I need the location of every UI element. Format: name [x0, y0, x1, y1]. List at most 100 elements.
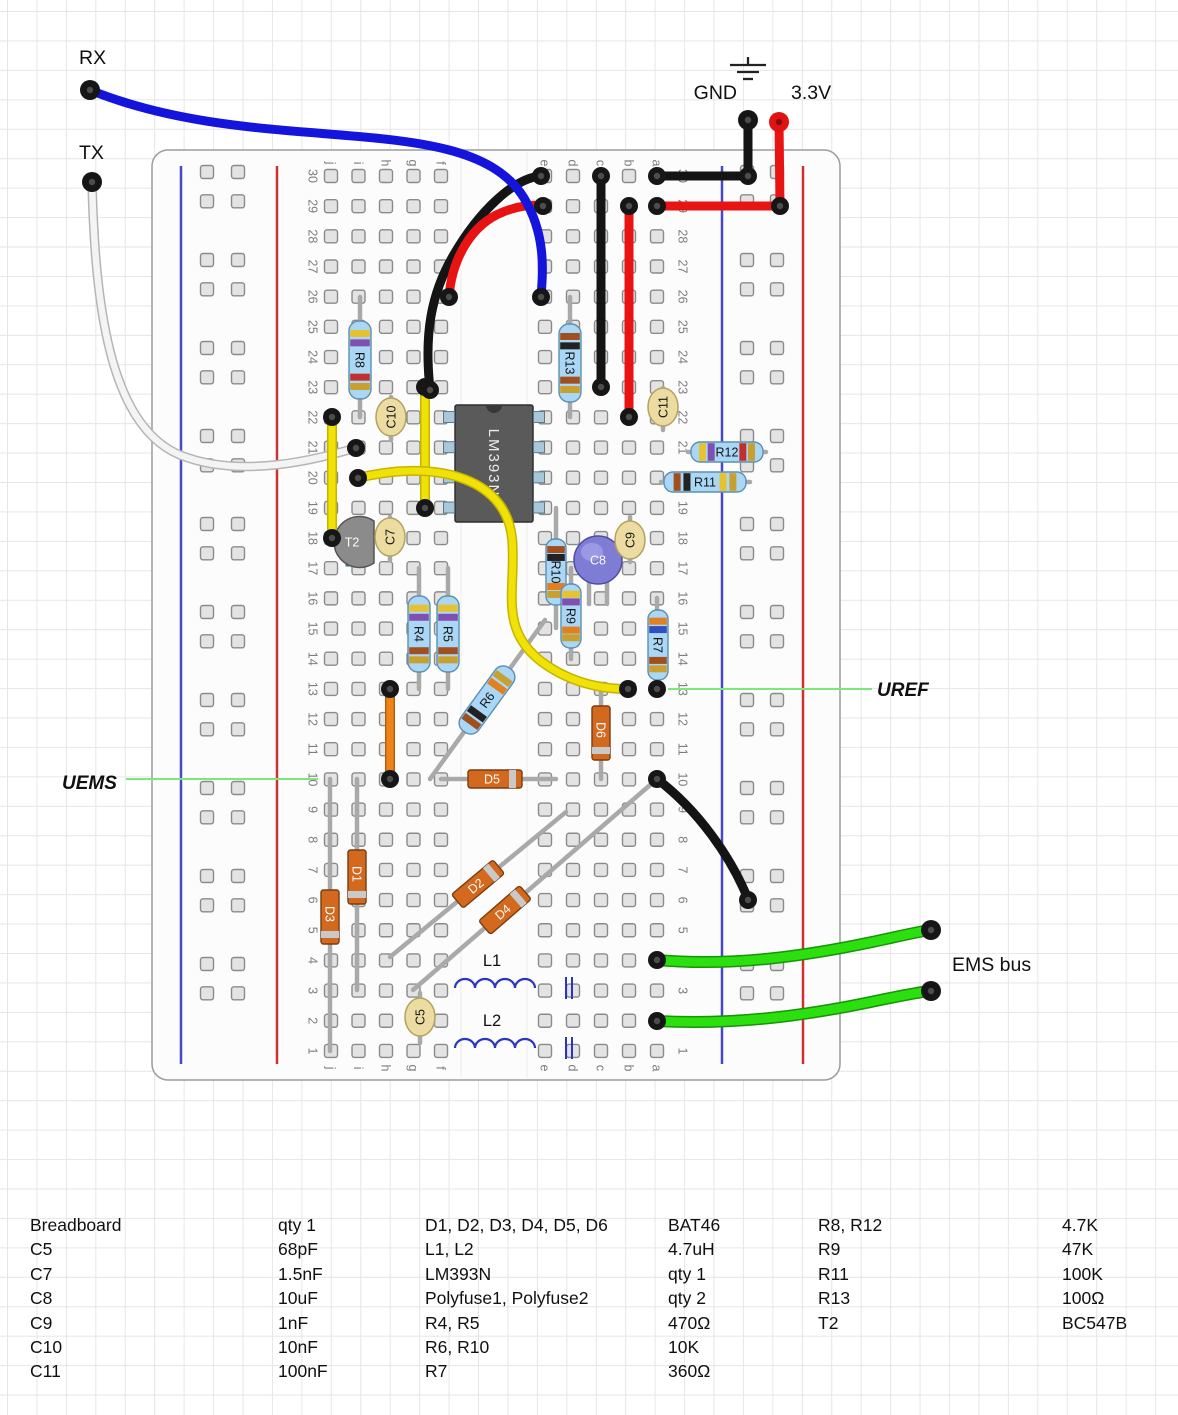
hole — [621, 500, 637, 516]
connector-dot — [381, 680, 399, 698]
hole — [593, 862, 609, 878]
hole — [537, 923, 553, 938]
hole — [406, 349, 421, 365]
resistor-r11: R11 — [663, 471, 747, 493]
connector-dot — [532, 288, 550, 306]
rail-hole — [199, 956, 215, 972]
connector-dot — [648, 770, 666, 788]
hole — [351, 591, 366, 606]
resistor-band — [649, 626, 667, 634]
rail-hole — [230, 370, 246, 385]
connector-dot — [738, 110, 758, 130]
part-name: R8, R12 — [818, 1215, 883, 1235]
part-value: 10nF — [278, 1337, 318, 1357]
hole — [378, 379, 394, 395]
hole — [621, 711, 637, 727]
hole — [406, 802, 421, 817]
hole — [565, 802, 581, 817]
hole — [433, 168, 449, 184]
hole — [565, 229, 581, 244]
resistor-band — [409, 647, 429, 655]
row-number: 19 — [306, 501, 320, 515]
connector-dot — [620, 408, 638, 426]
part-value: qty 2 — [668, 1288, 706, 1309]
row-number: 17 — [676, 561, 690, 575]
hole — [537, 892, 553, 908]
rail-hole — [739, 252, 755, 268]
hole — [649, 1043, 665, 1059]
part-value: 1.5nF — [278, 1263, 323, 1284]
row-number: 22 — [306, 410, 320, 424]
ems-wire-1 — [652, 925, 935, 967]
hole — [649, 349, 665, 365]
hole — [621, 772, 637, 787]
rail-hole — [230, 634, 246, 649]
connector-dots — [80, 80, 941, 1030]
rail-hole — [230, 516, 246, 532]
row-number: 24 — [306, 350, 320, 364]
hole — [378, 651, 394, 666]
row-number: 26 — [676, 290, 690, 304]
hole — [537, 379, 553, 395]
part-name: C8 — [30, 1288, 53, 1309]
hole — [433, 319, 449, 335]
resistor-band — [560, 376, 580, 384]
resistor-band — [707, 443, 715, 461]
row-number: 15 — [676, 622, 690, 636]
rail-hole — [769, 986, 785, 1001]
resistor-band — [461, 712, 482, 731]
rail-hole — [230, 868, 246, 884]
hole — [323, 349, 339, 365]
resistor-band — [547, 583, 565, 591]
hole — [406, 229, 421, 244]
hole — [323, 681, 339, 697]
hole — [351, 1043, 366, 1059]
capacitor-label: C8 — [590, 553, 606, 567]
rail-hole — [739, 722, 755, 737]
hole — [323, 319, 339, 335]
connector-dot — [619, 680, 637, 698]
row-number: 8 — [306, 836, 320, 843]
hole — [406, 319, 421, 335]
hole — [565, 198, 581, 214]
row-number: 28 — [306, 229, 320, 243]
capacitor-label: C5 — [413, 1009, 427, 1025]
hole — [621, 440, 637, 455]
row-number: 26 — [306, 290, 320, 304]
row-number: 30 — [306, 169, 320, 183]
rail-hole — [769, 780, 785, 796]
hole — [565, 711, 581, 727]
diode-label: D3 — [323, 906, 337, 922]
hole — [433, 711, 449, 727]
rail-hole — [769, 340, 785, 356]
hole — [433, 349, 449, 365]
diode-d3: D3 — [320, 889, 340, 945]
row-number: 25 — [676, 320, 690, 334]
hole — [351, 1013, 366, 1028]
rail-hole — [230, 722, 246, 737]
resistor-band — [350, 329, 370, 337]
diode-label: D5 — [484, 772, 500, 786]
hole — [621, 892, 637, 908]
row-number: 15 — [306, 622, 320, 636]
rail-hole — [230, 986, 246, 1001]
hole — [649, 561, 665, 576]
row-number: 7 — [676, 866, 690, 873]
diode-d5: D5 — [467, 769, 523, 789]
column-letter: g — [406, 1065, 420, 1072]
ic-label: LM393N — [485, 429, 502, 498]
connector-dot — [440, 288, 458, 306]
hole — [565, 470, 581, 485]
capacitor-c9: C9 — [614, 520, 646, 560]
hole — [537, 681, 553, 697]
hole — [621, 621, 637, 636]
hole — [565, 530, 581, 546]
row-number: 28 — [676, 229, 690, 243]
row-number: 2 — [306, 1017, 320, 1024]
part-value: 470Ω — [668, 1312, 711, 1333]
hole — [323, 621, 339, 636]
resistor-band — [487, 677, 508, 695]
rail-hole — [739, 516, 755, 532]
